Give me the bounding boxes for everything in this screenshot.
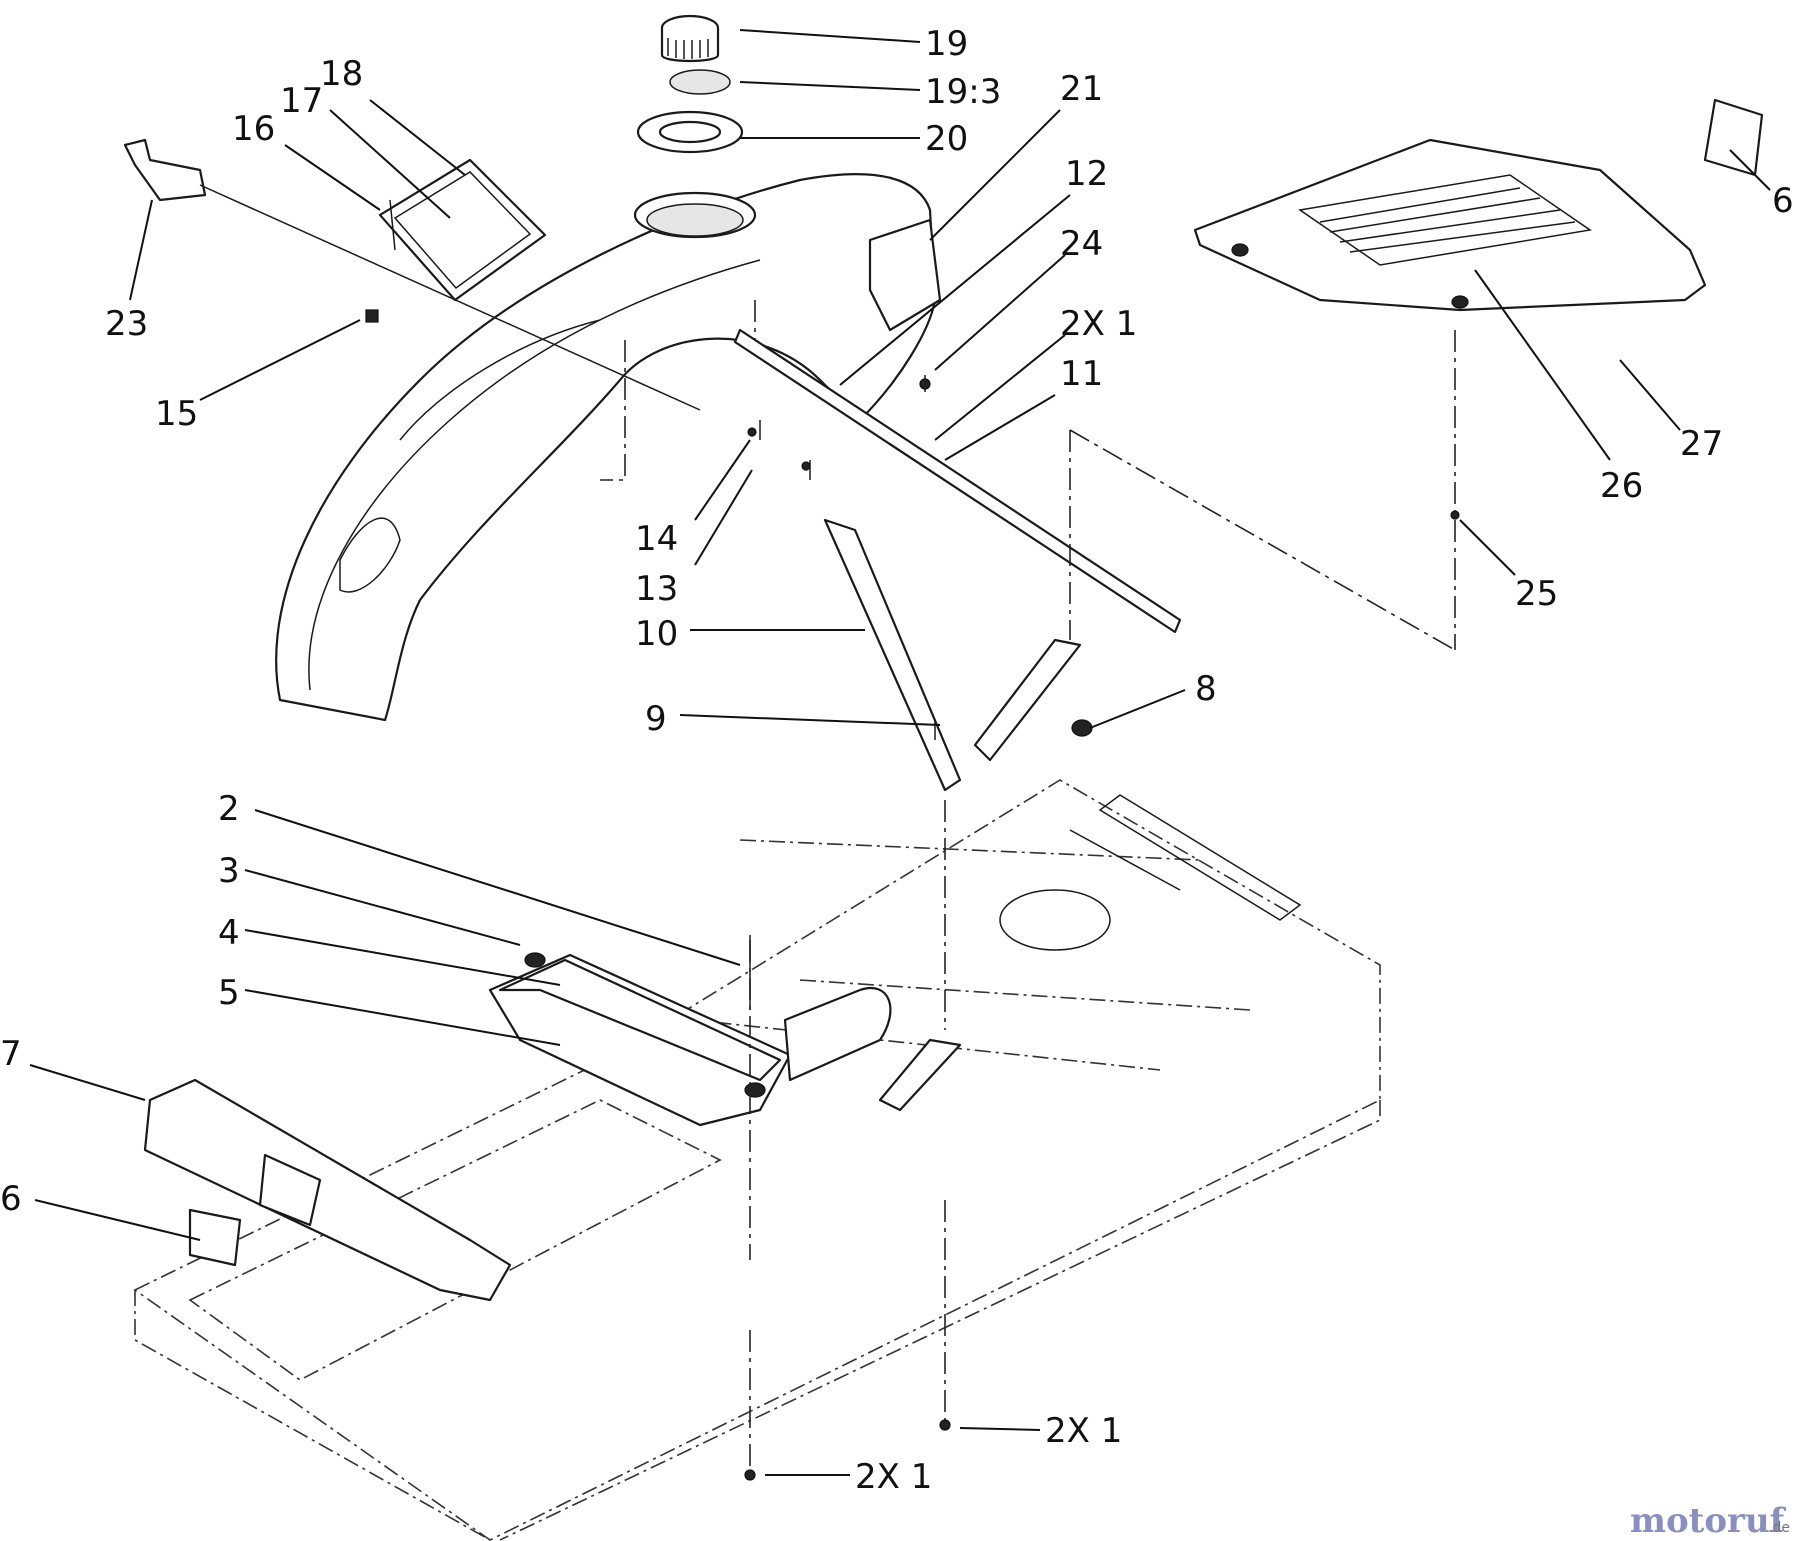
watermark: motoruf .de bbox=[1630, 1501, 1790, 1541]
callout-12: 12 bbox=[1065, 154, 1108, 194]
callout-9: 9 bbox=[645, 699, 667, 739]
callout-18: 18 bbox=[320, 54, 363, 94]
callout-2: 2 bbox=[218, 789, 240, 829]
callout-6-front: 6 bbox=[0, 1179, 22, 1219]
callout-25: 25 bbox=[1515, 574, 1558, 614]
callout-6-rear: 6 bbox=[1772, 181, 1794, 221]
fender-shroud bbox=[275, 173, 942, 722]
callout-21: 21 bbox=[1060, 69, 1103, 109]
callout-2x1-top: 2X 1 bbox=[1060, 304, 1137, 344]
callout-14: 14 bbox=[635, 519, 678, 559]
left-side-parts bbox=[123, 138, 701, 411]
leader-lines bbox=[29, 29, 1771, 1476]
watermark-brand: motoruf bbox=[1630, 1501, 1787, 1541]
callout-2x1-right: 2X 1 bbox=[1045, 1411, 1122, 1451]
watermark-suffix: .de bbox=[1768, 1520, 1790, 1536]
alignment-lines bbox=[600, 300, 1456, 1481]
callout-8: 8 bbox=[1195, 669, 1217, 709]
callout-19: 19 bbox=[925, 24, 968, 64]
callout-5: 5 bbox=[218, 973, 240, 1013]
callout-10: 10 bbox=[635, 614, 678, 654]
callout-2x1-bottom: 2X 1 bbox=[855, 1457, 932, 1497]
callout-24: 24 bbox=[1060, 224, 1103, 264]
callout-23: 23 bbox=[105, 304, 148, 344]
callout-19-3: 19:3 bbox=[925, 72, 1001, 112]
callout-11: 11 bbox=[1060, 354, 1103, 394]
callout-3: 3 bbox=[218, 851, 240, 891]
callout-13: 13 bbox=[635, 569, 678, 609]
callout-16: 16 bbox=[232, 109, 275, 149]
callout-4: 4 bbox=[218, 913, 240, 953]
rear-hood bbox=[1193, 98, 1764, 520]
callout-27: 27 bbox=[1680, 424, 1723, 464]
callout-20: 20 bbox=[925, 119, 968, 159]
callout-17: 17 bbox=[280, 81, 323, 121]
callout-15: 15 bbox=[155, 394, 198, 434]
callouts: 19 19:3 20 21 12 24 2X 1 11 18 17 16 23 … bbox=[0, 24, 1794, 1497]
support-brackets bbox=[733, 328, 1182, 792]
callout-26: 26 bbox=[1600, 466, 1643, 506]
front-panels bbox=[143, 935, 962, 1302]
fuel-cap-assembly bbox=[636, 14, 744, 154]
callout-7: 7 bbox=[0, 1034, 22, 1074]
